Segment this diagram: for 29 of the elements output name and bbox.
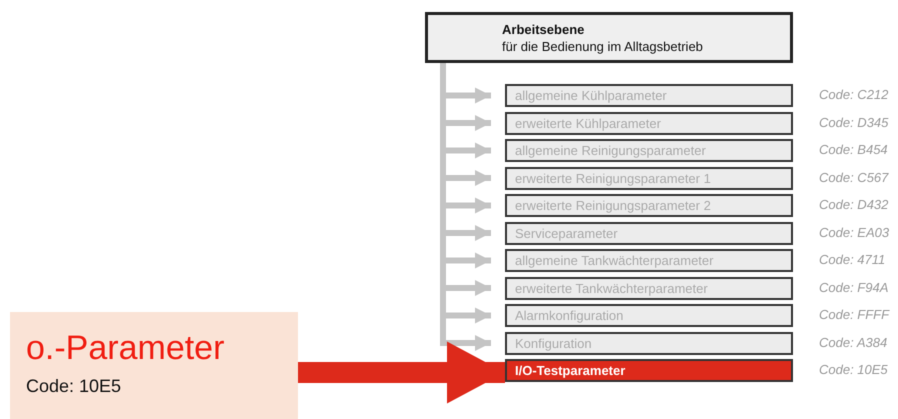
callout-box bbox=[10, 312, 298, 419]
heading: o.-Parameter bbox=[26, 328, 226, 368]
code-label: Code: EA03 bbox=[819, 224, 890, 240]
menu-item: Serviceparameter bbox=[505, 222, 793, 244]
highlighted-menu-item: I/O-Testparameter bbox=[505, 359, 793, 382]
arrow bbox=[298, 342, 505, 404]
code-label: Code: C567 bbox=[819, 170, 888, 184]
code-label: Code: C212 bbox=[819, 87, 888, 102]
subheading: für die Bedienung im Alltagsbetrieb bbox=[502, 38, 704, 55]
menu-item: Alarmkonfiguration bbox=[505, 304, 793, 327]
menu-item: allgemeine Reinigungsparameter bbox=[505, 139, 793, 162]
code-label: Code: 4711 bbox=[819, 252, 886, 267]
menu-item: allgemeine Kühlparameter bbox=[505, 84, 793, 107]
code-label: Code: A384 bbox=[819, 334, 888, 350]
code-label: Code: B454 bbox=[819, 142, 888, 157]
menu-item: erweiterte Kühlparameter bbox=[505, 112, 793, 134]
header-box bbox=[425, 12, 793, 63]
menu-item: Konfiguration bbox=[505, 332, 793, 354]
menu-item: erweiterte Reinigungsparameter 1 bbox=[505, 166, 793, 190]
heading: Arbeitsebene bbox=[502, 21, 586, 38]
menu-item: erweiterte Reinigungsparameter 2 bbox=[505, 194, 793, 217]
code-label: Code: 10E5 bbox=[819, 362, 888, 377]
code-label: Code: D432 bbox=[819, 197, 888, 212]
subheading: Code: 10E5 bbox=[26, 376, 122, 397]
code-label: Code: D345 bbox=[819, 114, 888, 130]
code-label: Code: FFFF bbox=[819, 307, 890, 322]
menu-item: erweiterte Tankwächterparameter bbox=[505, 276, 793, 300]
menu-item: allgemeine Tankwächterparameter bbox=[505, 249, 793, 272]
code-label: Code: F94A bbox=[819, 280, 888, 294]
